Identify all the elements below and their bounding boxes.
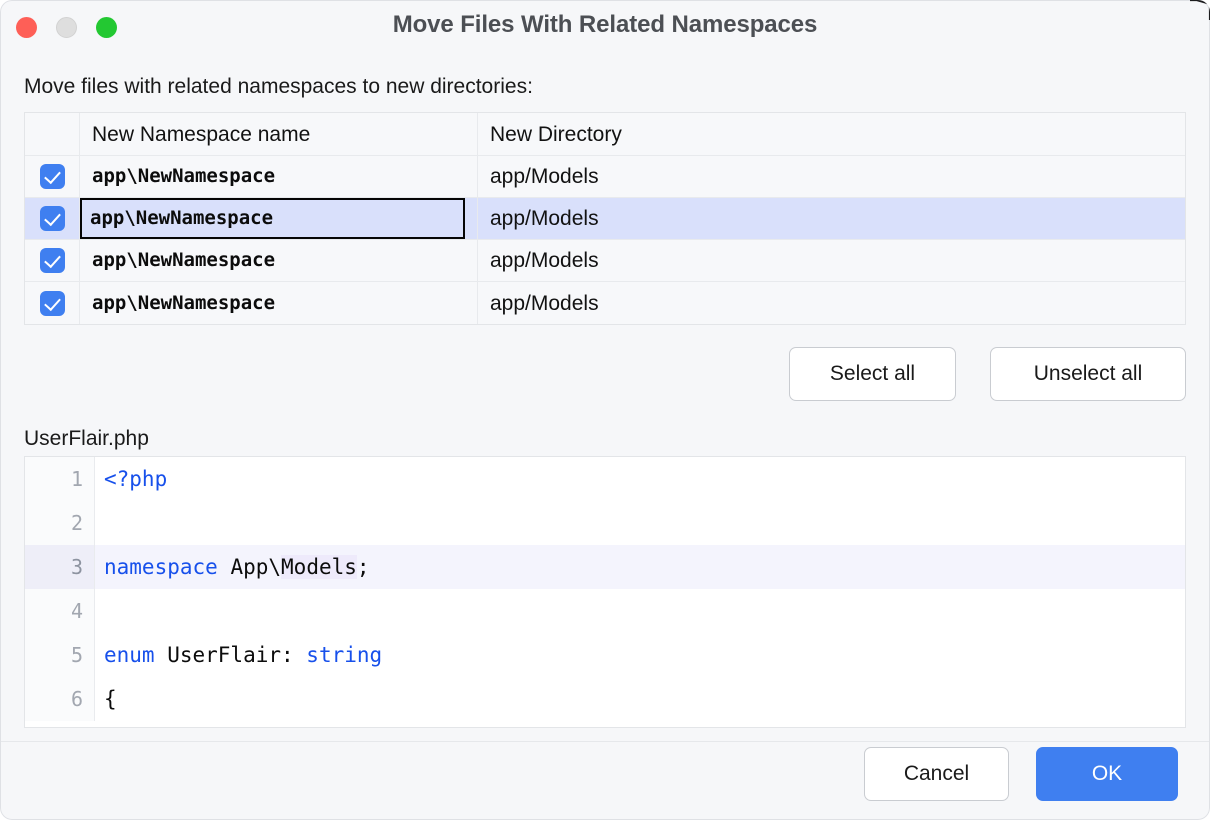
table-row[interactable]: app\NewNamespace app/Models [25, 282, 1185, 324]
code-token-semicolon: ; [356, 554, 370, 579]
code-line: 5 enum UserFlair: string [25, 633, 1185, 677]
header-cell-checkbox [25, 113, 80, 155]
row-directory-cell[interactable]: app/Models [478, 156, 1185, 197]
table-row[interactable]: app\NewNamespace app/Models [25, 156, 1185, 198]
line-number: 1 [25, 457, 95, 501]
checkbox-checked-icon[interactable] [39, 206, 65, 231]
minimize-button[interactable] [56, 17, 77, 38]
unselect-all-button[interactable]: Unselect all [990, 347, 1186, 401]
row-directory-value: app/Models [490, 291, 599, 315]
row-namespace-value: app\NewNamespace [92, 165, 276, 187]
row-checkbox-cell[interactable] [25, 240, 80, 281]
header-cell-directory[interactable]: New Directory [478, 113, 1185, 155]
row-namespace-value: app\NewNamespace [92, 249, 276, 271]
row-directory-value: app/Models [490, 207, 599, 230]
row-checkbox-cell[interactable] [25, 156, 80, 197]
code-token-models: Models [281, 554, 357, 579]
header-label-directory: New Directory [490, 122, 622, 146]
row-namespace-cell[interactable]: app\NewNamespace [80, 282, 478, 324]
row-namespace-cell-focused[interactable]: app\NewNamespace [80, 198, 478, 239]
header-label-namespace: New Namespace name [92, 122, 311, 146]
code-token-php-open: <?php [104, 466, 168, 491]
code-line-highlighted: 3 namespace App\Models; [25, 545, 1185, 589]
row-directory-cell[interactable]: app/Models [478, 198, 1185, 239]
code-line: 6 { [25, 677, 1185, 721]
code-line-content: namespace App\Models; [95, 554, 370, 579]
checkbox-checked-icon[interactable] [39, 290, 65, 316]
code-line-content: <?php [95, 466, 168, 491]
selection-button-group: Select all Unselect all [789, 347, 1186, 401]
line-number: 4 [25, 589, 95, 633]
code-preview-panel[interactable]: 1 <?php 2 3 namespace App\Models; 4 5 en… [24, 456, 1186, 728]
footer-divider [0, 741, 1210, 742]
zoom-button[interactable] [96, 17, 117, 38]
row-namespace-cell[interactable]: app\NewNamespace [80, 156, 478, 197]
code-line: 2 [25, 501, 1185, 545]
code-token-string-type: string [306, 642, 383, 667]
ok-button[interactable]: OK [1036, 747, 1178, 801]
cancel-button[interactable]: Cancel [864, 747, 1009, 801]
row-checkbox-cell[interactable] [25, 198, 80, 239]
row-checkbox-cell[interactable] [25, 282, 80, 324]
preview-file-name: UserFlair.php [24, 427, 149, 450]
row-namespace-cell[interactable]: app\NewNamespace [80, 240, 478, 281]
line-number: 6 [25, 677, 95, 721]
code-line: 1 <?php [25, 457, 1185, 501]
code-token-space [218, 555, 231, 579]
window-title: Move Files With Related Namespaces [392, 11, 818, 38]
line-number: 5 [25, 633, 95, 677]
prompt-label: Move files with related namespaces to ne… [24, 75, 533, 98]
namespace-table: New Namespace name New Directory app\New… [24, 112, 1186, 325]
row-directory-cell[interactable]: app/Models [478, 240, 1185, 281]
row-namespace-value: app\NewNamespace [90, 207, 274, 229]
checkbox-checked-icon[interactable] [39, 248, 65, 273]
code-token-namespace-keyword: namespace [104, 554, 218, 579]
row-directory-value: app/Models [490, 249, 599, 272]
code-token-open-brace: { [104, 686, 117, 711]
title-bar: Move Files With Related Namespaces [0, 0, 1210, 56]
code-token-app: App\ [230, 554, 282, 579]
code-token-enum-keyword: enum [104, 642, 155, 667]
row-directory-value: app/Models [490, 165, 599, 188]
row-directory-cell[interactable]: app/Models [478, 282, 1185, 324]
select-all-button[interactable]: Select all [789, 347, 956, 401]
table-row[interactable]: app\NewNamespace app/Models [25, 198, 1185, 240]
line-number: 3 [25, 545, 95, 589]
code-line-content: { [95, 686, 117, 711]
footer-button-group: Cancel OK [864, 747, 1178, 801]
close-button[interactable] [16, 17, 37, 38]
table-row[interactable]: app\NewNamespace app/Models [25, 240, 1185, 282]
namespace-edit-field[interactable]: app\NewNamespace [80, 198, 465, 239]
traffic-light-group [16, 17, 117, 38]
code-line-content: enum UserFlair: string [95, 642, 383, 667]
row-namespace-value: app\NewNamespace [92, 291, 276, 314]
code-line: 4 [25, 589, 1185, 633]
line-number: 2 [25, 501, 95, 545]
header-cell-namespace[interactable]: New Namespace name [80, 113, 478, 155]
table-header-row: New Namespace name New Directory [25, 113, 1185, 156]
checkbox-checked-icon[interactable] [39, 164, 65, 189]
code-token-enum-name: UserFlair: [154, 642, 307, 667]
